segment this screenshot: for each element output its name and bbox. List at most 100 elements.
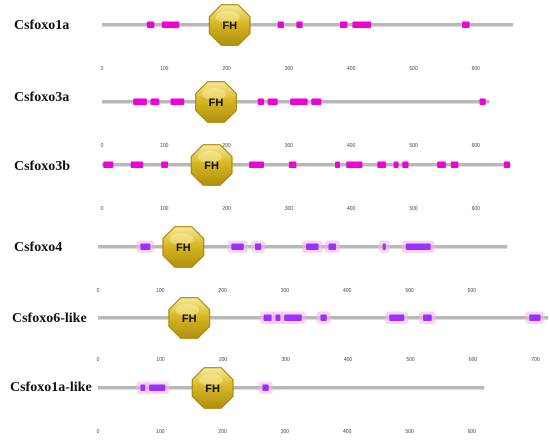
motif-block bbox=[311, 98, 322, 105]
motif-block bbox=[257, 98, 264, 105]
motif-block bbox=[352, 21, 372, 28]
motif-block bbox=[290, 98, 308, 105]
fh-domain-highlight bbox=[202, 88, 227, 100]
motif-block bbox=[402, 161, 409, 168]
axis-tick-label: 0 bbox=[101, 206, 104, 212]
motif-block bbox=[262, 384, 269, 391]
fh-domain-octagon bbox=[195, 81, 237, 123]
axis-tick-label: 400 bbox=[347, 66, 356, 72]
protein-backbone bbox=[102, 23, 514, 27]
motif-block bbox=[320, 314, 327, 321]
axis-tick-label: 500 bbox=[406, 357, 415, 363]
motif-block bbox=[405, 243, 431, 250]
motif-block bbox=[462, 21, 470, 28]
motif-block bbox=[146, 21, 155, 28]
fh-domain-highlight bbox=[198, 374, 223, 386]
axis-tick-label: 500 bbox=[409, 66, 418, 72]
axis-tick-label: 200 bbox=[222, 206, 231, 212]
motif-block bbox=[277, 21, 284, 28]
fh-domain-label: FH bbox=[222, 20, 237, 32]
axis-tick-label: 600 bbox=[469, 357, 478, 363]
fh-domain-highlight bbox=[169, 233, 194, 245]
motif-block bbox=[275, 314, 281, 321]
fh-domain-octagon bbox=[208, 4, 251, 46]
fh-domain-octagon bbox=[190, 144, 233, 186]
axis-tick-label: 0 bbox=[97, 288, 100, 294]
axis-tick-label: 0 bbox=[101, 66, 104, 72]
axis-tick-label: 500 bbox=[409, 206, 418, 212]
axis-tick-label: 300 bbox=[281, 357, 290, 363]
protein-name: Csfoxo1a-like bbox=[10, 380, 92, 395]
fh-domain-highlight bbox=[197, 151, 222, 163]
axis-tick-label: 300 bbox=[285, 143, 294, 149]
motif-block bbox=[288, 161, 297, 168]
fh-domain-label: FH bbox=[176, 242, 191, 254]
axis-tick-label: 100 bbox=[156, 429, 165, 435]
motif-block bbox=[450, 161, 459, 168]
axis-tick-label: 100 bbox=[160, 206, 169, 212]
axis-tick-label: 200 bbox=[219, 357, 228, 363]
axis-tick-label: 300 bbox=[285, 66, 294, 72]
axis-tick-label: 500 bbox=[405, 429, 414, 435]
axis-tick-label: 200 bbox=[222, 143, 231, 149]
motif-block bbox=[437, 161, 446, 168]
motif-block bbox=[423, 314, 432, 321]
axis-tick-label: 600 bbox=[472, 143, 481, 149]
axis-tick-label: 500 bbox=[409, 143, 418, 149]
axis-tick-label: 500 bbox=[405, 288, 414, 294]
axis-tick-label: 700 bbox=[531, 357, 540, 363]
axis-tick-label: 600 bbox=[468, 288, 477, 294]
motif-block bbox=[103, 161, 114, 168]
axis-tick-label: 300 bbox=[281, 429, 290, 435]
axis-tick-label: 300 bbox=[285, 206, 294, 212]
axis-tick-label: 600 bbox=[468, 429, 477, 435]
motif-block bbox=[249, 161, 264, 168]
axis-tick-label: 0 bbox=[101, 143, 104, 149]
motif-block bbox=[140, 384, 146, 391]
motif-block bbox=[150, 98, 160, 105]
motif-block bbox=[529, 314, 541, 321]
axis-tick-label: 200 bbox=[222, 66, 231, 72]
fh-domain-octagon bbox=[162, 226, 205, 268]
fh-domain-label: FH bbox=[204, 160, 219, 172]
axis-tick-label: 0 bbox=[97, 429, 100, 435]
motif-block bbox=[296, 21, 303, 28]
motif-block bbox=[133, 98, 147, 105]
fh-domain-label: FH bbox=[182, 313, 197, 325]
motif-block bbox=[284, 314, 302, 321]
axis-tick-label: 200 bbox=[218, 288, 227, 294]
motif-block bbox=[382, 243, 386, 250]
motif-block bbox=[339, 21, 348, 28]
axis-tick-label: 0 bbox=[97, 357, 100, 363]
motif-block bbox=[170, 98, 185, 105]
fh-domain-octagon bbox=[168, 297, 211, 339]
axis-tick-label: 300 bbox=[281, 288, 290, 294]
axis-tick-label: 600 bbox=[472, 206, 481, 212]
protein-backbone bbox=[102, 163, 511, 167]
axis-tick-label: 100 bbox=[156, 288, 165, 294]
axis-tick-label: 400 bbox=[343, 429, 352, 435]
motif-block bbox=[393, 161, 399, 168]
motif-block bbox=[389, 314, 405, 321]
fh-domain-octagon bbox=[191, 367, 234, 409]
motif-block bbox=[377, 161, 387, 168]
motif-block bbox=[267, 98, 278, 105]
motif-block bbox=[140, 243, 151, 250]
motif-block bbox=[130, 161, 144, 168]
axis-tick-label: 600 bbox=[472, 66, 481, 72]
motif-block bbox=[335, 161, 340, 168]
motif-block bbox=[149, 384, 166, 391]
protein-name: Csfoxo6-like bbox=[12, 311, 87, 326]
motif-block bbox=[231, 243, 244, 250]
axis-tick-label: 100 bbox=[156, 357, 165, 363]
axis-tick-label: 200 bbox=[218, 429, 227, 435]
protein-name: Csfoxo1a bbox=[14, 18, 69, 33]
motif-block bbox=[346, 161, 363, 168]
motif-block bbox=[328, 243, 336, 250]
